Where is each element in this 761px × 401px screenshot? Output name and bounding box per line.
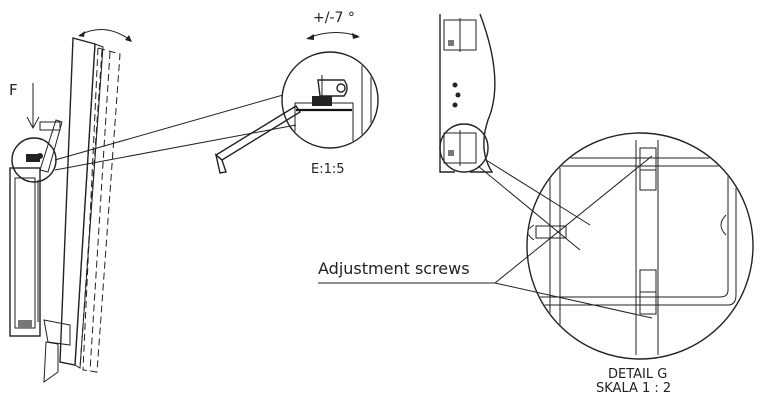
detail-g-circle [526,132,754,360]
panel-edge [74,43,104,369]
front-view-bolt-1 [448,40,454,46]
allen-key-shaft [214,105,301,161]
detail-g-title: DETAIL G [608,367,667,382]
detail-g-leader-2 [477,165,581,251]
detail-e-lever [317,79,348,97]
frame-outer [540,157,737,306]
detail-e: +/-7 ° E:1:5 [281,10,379,177]
front-view-hole-1 [452,82,458,88]
detail-g: DETAIL G SKALA 1 : 2 [526,132,754,396]
angle-arrowhead-left [306,34,314,40]
front-view-bolt-2 [448,150,454,156]
screw-bottom [639,291,657,315]
front-view-right-edge [470,13,496,173]
knob-shaft [535,225,567,239]
detail-g-marker [439,123,489,173]
bracket-arm [39,119,63,173]
front-view-hole-2 [455,92,461,98]
tilt-arrowhead-left [78,31,85,37]
side-view: F [9,29,132,384]
housing-fixing [18,320,32,328]
adjustment-screws-label: Adjustment screws [318,259,470,278]
detail-e-scale: E:1:5 [311,162,345,177]
panel-tilted-outline [82,47,121,373]
detail-e-pivot [336,83,346,93]
force-arrowhead [26,116,40,130]
callout-leader-top [494,155,653,284]
adjustment-callout: Adjustment screws [318,155,653,319]
panel-tilted-inner [89,51,111,372]
detail-e-screw-head [312,96,332,106]
screw-bottom-body [639,269,657,293]
detail-g-leader-1 [485,159,591,226]
allen-key-bend [214,153,227,174]
tilt-angle-label: +/-7 ° [313,10,355,26]
tilt-arrowhead-right [125,35,132,42]
bracket-top [39,121,61,131]
detail-g-scale: SKALA 1 : 2 [596,381,671,396]
panel-tilted-inner2 [79,49,103,369]
tilt-arrow-left [79,29,131,41]
detail-e-body [294,102,354,147]
bracket-foot [43,341,59,384]
front-view-left-edge [439,14,455,173]
callout-leader-bottom [494,282,653,319]
force-label: F [9,81,18,99]
front-view-hole-3 [452,102,458,108]
frame-inner [540,165,729,298]
bracket-bottom [43,319,71,346]
screw-top-body [639,169,657,191]
angle-arrowhead-right [352,33,360,39]
leader-line-lower [54,124,297,171]
knob [528,224,535,241]
frame-notch [720,214,727,236]
panel-front [59,37,96,366]
detail-e-bolt [37,153,43,159]
angle-arrow [307,32,359,39]
allen-key-icon [214,105,301,174]
wall-housing [9,167,41,337]
housing-inner [14,177,36,329]
front-view [439,13,496,173]
leader-line-upper [54,94,284,161]
detail-e-screw [26,154,40,162]
detail-e-circle [281,51,379,149]
